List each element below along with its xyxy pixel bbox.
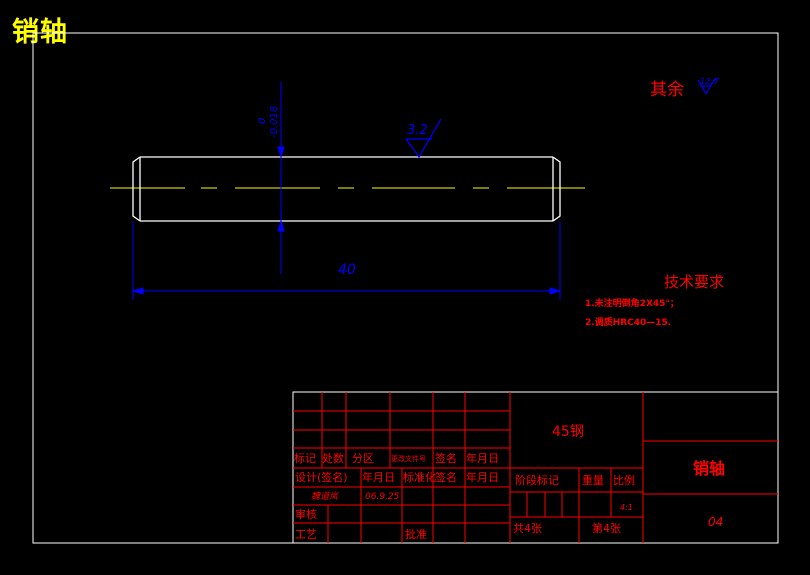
header-zone: 分区: [352, 452, 374, 465]
weight-label: 重量: [582, 473, 604, 487]
header-design-date: 年月日: [362, 470, 395, 484]
roughness-main-value: 3.2: [407, 123, 428, 138]
pin-outline: [132, 156, 561, 222]
header-change-doc: 更改文件号: [391, 454, 426, 463]
drawing-code: 04: [708, 515, 723, 529]
review-label: 审核: [295, 507, 317, 521]
designer-name: 魏道岚: [311, 491, 339, 502]
tolerance-upper: 0: [257, 118, 268, 124]
design-date: 06.9.25: [365, 492, 400, 502]
header-design: 设计(签名): [295, 470, 348, 484]
scale-label: 比例: [613, 473, 635, 487]
tech-requirement-2: 2.调质HRC40—15.: [585, 316, 671, 328]
header-mark: 标记: [294, 451, 316, 465]
roughness-rest-value: 12.5: [700, 77, 718, 86]
part-name: 销轴: [693, 459, 725, 478]
sheet-number: 第4张: [592, 521, 621, 535]
header-date-2: 年月日: [466, 470, 499, 484]
tech-requirement-1: 1.未注明倒角2X45°；: [585, 297, 679, 309]
diameter-dimension: [277, 82, 285, 274]
material-name: 45钢: [552, 424, 584, 440]
tolerance-lower: -0.018: [269, 106, 280, 138]
tech-requirements-title: 技术要求: [664, 273, 724, 291]
roughness-main-symbol-icon: [405, 118, 442, 159]
sheets-total: 共4张: [513, 522, 542, 535]
header-count: 处数: [322, 452, 344, 465]
approve-label: 批准: [405, 527, 427, 541]
stage-label: 阶段标记: [515, 473, 559, 487]
header-sign: 签名: [435, 451, 457, 465]
roughness-rest-label: 其余: [650, 80, 684, 100]
header-sign-2: 签名: [435, 470, 457, 484]
header-date: 年月日: [466, 451, 499, 465]
length-dimension-value: 40: [338, 262, 356, 278]
scale-value: 4:1: [620, 503, 633, 512]
process-label: 工艺: [295, 528, 317, 541]
length-dimension: [131, 222, 562, 300]
roughness-rest-symbol-icon: [697, 77, 720, 95]
header-standard: 标准化: [403, 470, 436, 484]
title-block: 标记 处数 分区 更改文件号 签名 年月日 设计(签名) 年月日 标准化 签名 …: [292, 391, 779, 544]
